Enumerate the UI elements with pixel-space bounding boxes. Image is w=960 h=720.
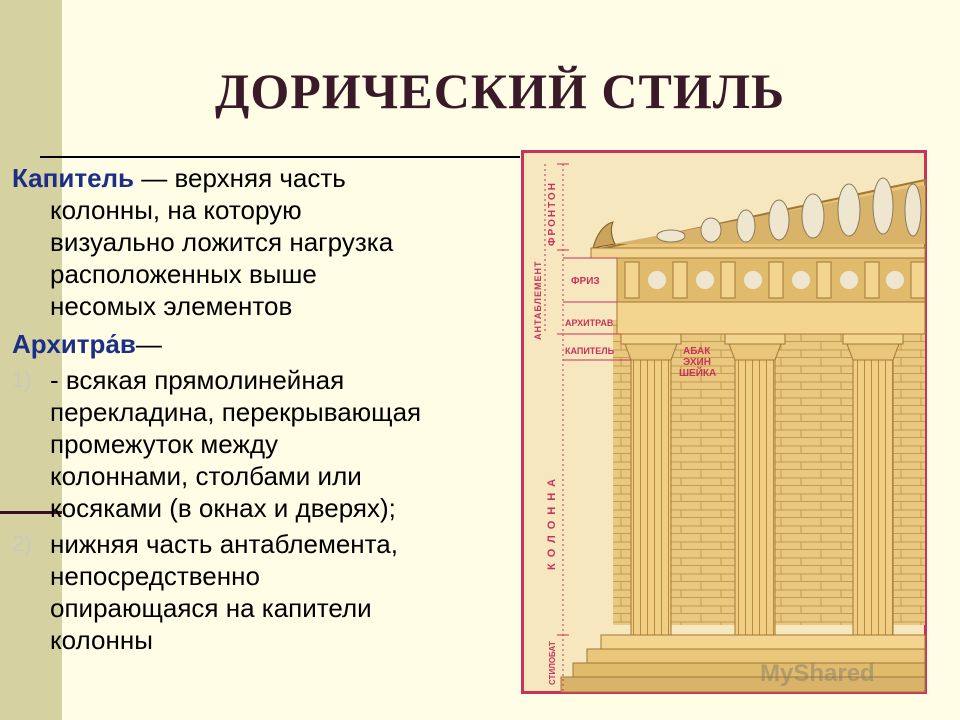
item-number: 1): [12, 367, 32, 392]
label-fronton: ФРОНТОН: [547, 181, 558, 246]
dimension-lines: [544, 163, 631, 692]
label-shaft-neck: ШЕЙКА: [679, 366, 716, 379]
capital-def-line-2: колонны, на которую: [50, 195, 302, 225]
architrave-item-2: 2) нижняя часть антаблемента, непосредст…: [12, 528, 517, 656]
label-capital: КАПИТЕЛЬ: [565, 346, 615, 356]
label-abacus: АБАК: [683, 346, 711, 357]
item-line: колонны: [50, 625, 153, 655]
side-divider: [0, 511, 62, 514]
capital-def-line-5: несомых элементов: [50, 291, 293, 321]
architrave-term: Архитра́в: [12, 329, 136, 359]
left-accent-bar: [0, 0, 62, 720]
pediment-sculptures: [656, 177, 922, 243]
triglyphs: [624, 261, 926, 299]
item-line: колоннами, столбами или: [50, 461, 362, 491]
architrave-item-1: 1) - всякая прямолинейная перекладина, п…: [12, 364, 517, 524]
capital-def-line-3: визуально ложится нагрузка: [50, 227, 394, 257]
definitions-block: Капитель — верхняя часть колонны, на кот…: [12, 162, 517, 656]
item-line: - всякая прямолинейная: [50, 365, 345, 395]
architrave: [616, 301, 926, 335]
capital-term: Капитель: [12, 163, 135, 193]
slide-title: ДОРИЧЕСКИЙ СТИЛЬ: [214, 63, 786, 119]
watermark-text: MyShared: [760, 660, 875, 687]
capital-def-line-1: — верхняя часть: [134, 163, 346, 193]
label-echinus: ЭХИН: [683, 357, 711, 368]
label-stylobate: СТИЛОБАТ: [548, 641, 557, 685]
columns: [620, 333, 904, 636]
cornice: [590, 247, 926, 259]
item-line: нижняя часть антаблемента,: [50, 529, 398, 559]
stylobate-steps: [560, 634, 926, 693]
label-frieze: ФРИЗ: [571, 276, 600, 287]
architrave-heading: Архитра́в—: [12, 328, 517, 360]
label-column: КОЛОННА: [546, 473, 558, 570]
item-line: косяками (в окнах и дверях);: [50, 493, 396, 523]
label-architrave: АРХИТРАВ: [565, 318, 614, 328]
item-line: промежуток между: [50, 429, 279, 459]
item-line: непосредственно: [50, 561, 260, 591]
doric-order-illustration: ФРОНТОН АНТАБЛЕМЕНТ ФРИЗ АРХИТРАВ КАПИТЕ…: [521, 150, 927, 694]
item-line: перекладина, перекрывающая: [50, 397, 422, 427]
label-entablature: АНТАБЛЕМЕНТ: [533, 261, 543, 341]
item-number: 2): [12, 531, 32, 556]
capital-def-line-4: расположенных выше: [50, 259, 317, 289]
acroterion: [592, 221, 616, 249]
title-divider: [40, 156, 520, 158]
architrave-dash: —: [135, 329, 162, 359]
metopes: [648, 271, 904, 289]
illustration-labels: ФРОНТОН АНТАБЛЕМЕНТ ФРИЗ АРХИТРАВ КАПИТЕ…: [533, 181, 716, 685]
capital-definition: Капитель — верхняя часть колонны, на кот…: [12, 162, 517, 322]
item-line: опирающаяся на капители: [50, 593, 372, 623]
